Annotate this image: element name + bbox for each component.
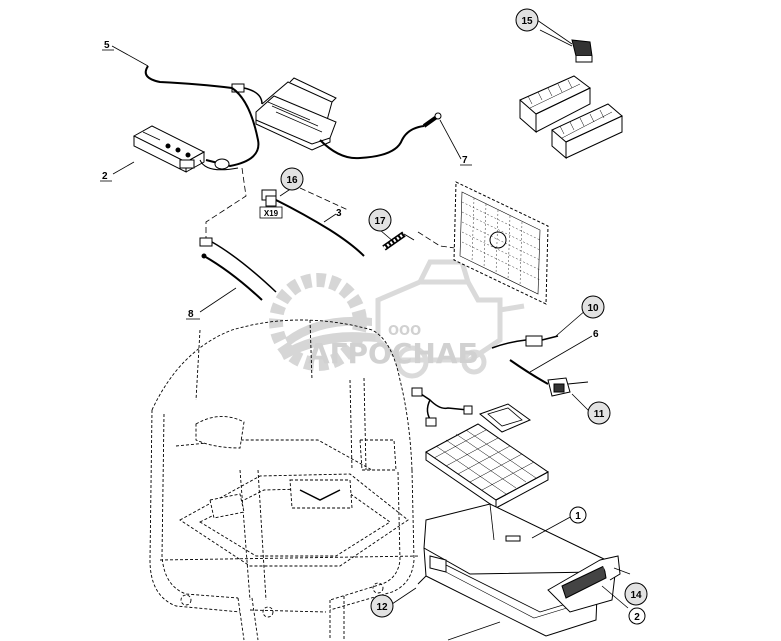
svg-text:14: 14 <box>630 590 642 601</box>
cable-10 <box>491 335 559 349</box>
callout-1: 1 <box>569 506 587 524</box>
svg-text:16: 16 <box>286 175 298 186</box>
svg-text:X19: X19 <box>264 209 279 218</box>
callout-2-bottom: 2 <box>628 607 646 625</box>
line-art <box>111 19 631 641</box>
callout-3: 3 <box>336 208 342 219</box>
callout-7: 7 <box>460 155 472 166</box>
watermark: ООО АГРОСНАБ <box>269 259 525 379</box>
svg-text:12: 12 <box>376 602 388 613</box>
svg-text:10: 10 <box>587 303 599 314</box>
watermark-small-text: ООО <box>388 324 421 339</box>
callout-8: 8 <box>186 309 200 320</box>
callout-17: 17 <box>368 208 392 232</box>
printer-module <box>255 77 337 151</box>
connector-17 <box>382 231 415 251</box>
svg-text:3: 3 <box>336 208 342 219</box>
lower-harness <box>411 387 473 427</box>
callout-15: 15 <box>515 8 539 32</box>
cable-7 <box>319 112 442 160</box>
connector-16 <box>261 189 365 257</box>
gear-logo-icon <box>269 273 378 371</box>
control-box-2 <box>132 125 206 173</box>
gasket <box>478 403 532 433</box>
watermark-brand-text: АГРОСНАБ <box>308 337 479 370</box>
callout-10: 10 <box>581 295 605 319</box>
callout-12: 12 <box>370 594 394 618</box>
callout-2-top: 2 <box>100 171 112 182</box>
svg-text:2: 2 <box>634 612 640 623</box>
connector-tag-x19: X19 <box>259 206 283 219</box>
svg-text:15: 15 <box>521 16 533 27</box>
svg-text:6: 6 <box>593 329 599 340</box>
svg-text:1: 1 <box>575 511 581 522</box>
cab-frame <box>149 319 421 641</box>
callout-14: 14 <box>624 582 648 606</box>
relay-block-15b <box>551 103 623 160</box>
harvester-logo-icon <box>375 259 525 379</box>
cable-8 <box>199 237 277 301</box>
harness-5 <box>144 65 263 171</box>
heater-panel <box>453 181 549 305</box>
callout-5: 5 <box>102 40 114 51</box>
svg-text:11: 11 <box>594 409 605 420</box>
relay-block-15a <box>519 75 591 134</box>
svg-text:17: 17 <box>374 216 386 227</box>
cable-6-11 <box>509 359 589 397</box>
svg-text:2: 2 <box>102 171 108 182</box>
keypad-grid <box>425 423 549 509</box>
console-1 <box>417 503 621 637</box>
callout-11: 11 <box>587 401 611 425</box>
svg-text:5: 5 <box>104 40 110 51</box>
svg-text:7: 7 <box>462 155 468 166</box>
callouts: 5 2 3 7 8 6 15 16 <box>100 8 648 625</box>
switch-15 <box>539 29 593 63</box>
callout-6: 6 <box>593 329 599 340</box>
callout-16: 16 <box>280 167 304 191</box>
svg-text:8: 8 <box>188 309 194 320</box>
callout-leaders <box>111 19 631 641</box>
